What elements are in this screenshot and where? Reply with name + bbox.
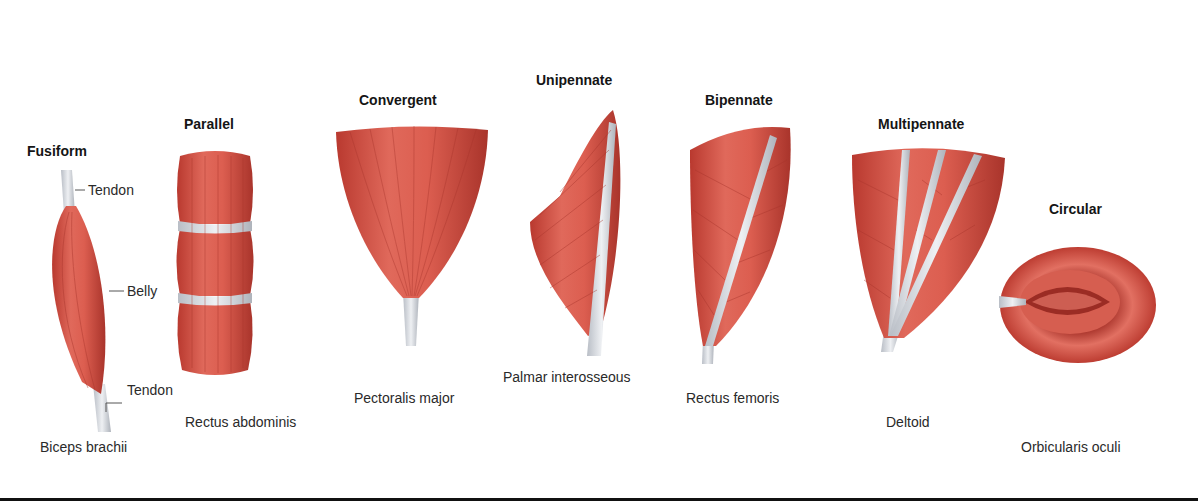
type-heading: Unipennate	[536, 72, 612, 89]
muscle-label: Deltoid	[886, 414, 930, 431]
type-heading: Circular	[1049, 201, 1102, 218]
muscle-label: Belly	[127, 283, 157, 300]
type-heading: Parallel	[184, 116, 234, 133]
muscle-label: Rectus femoris	[686, 390, 779, 407]
parallel-muscle	[177, 151, 254, 375]
fusiform-muscle	[52, 170, 124, 432]
type-heading: Convergent	[359, 92, 437, 109]
muscle-label: Orbicularis oculi	[1021, 439, 1121, 456]
convergent-muscle	[336, 126, 488, 346]
muscle-label: Rectus abdominis	[185, 414, 296, 431]
type-heading: Fusiform	[27, 143, 87, 160]
type-heading: Bipennate	[705, 92, 773, 109]
bipennate-muscle	[690, 127, 791, 364]
bottom-rule	[0, 498, 1198, 501]
muscle-label: Tendon	[127, 382, 173, 399]
muscle-label: Pectoralis major	[354, 390, 454, 407]
multipennate-muscle	[852, 148, 1005, 352]
muscle-label: Tendon	[88, 182, 134, 199]
muscle-label: Biceps brachii	[40, 439, 127, 456]
type-heading: Multipennate	[878, 116, 964, 133]
circular-muscle	[999, 247, 1156, 363]
muscle-label: Palmar interosseous	[503, 369, 631, 386]
unipennate-muscle	[530, 110, 620, 356]
